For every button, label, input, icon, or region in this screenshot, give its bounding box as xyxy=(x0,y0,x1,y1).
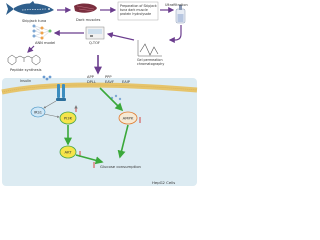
akt-node: AKT xyxy=(59,145,77,159)
diagram-svg: Skipjack tuna Dark muscles Preparation o… xyxy=(1,1,198,186)
irs1-node: IRS1 xyxy=(30,106,46,118)
arrow-ann-to-synthesis xyxy=(27,45,35,53)
arrow-peptide-to-ampk xyxy=(99,87,124,112)
cell-background xyxy=(2,78,197,186)
peptide-label: Peptide synthesis xyxy=(10,68,42,72)
gel-label: Gel permeation chromatography xyxy=(137,58,164,66)
ampk-node: AMPK xyxy=(118,111,138,125)
peptide-eaip: EAIP xyxy=(122,80,131,84)
dark-muscles-label: Dark muscles xyxy=(76,18,101,22)
qtof-instrument-icon xyxy=(85,26,105,40)
peptide-structure-icon xyxy=(7,54,41,66)
skipjack-label: Skipjack tuna xyxy=(22,19,46,23)
insulin-label: Insulin xyxy=(20,79,31,83)
qtof-label: Q-TOF xyxy=(89,41,100,45)
arrow-akt-to-glucose xyxy=(75,154,104,165)
arrow-ampk-to-glucose xyxy=(117,124,129,159)
diagram-canvas: Skipjack tuna Dark muscles Preparation o… xyxy=(0,0,199,189)
preparation-box xyxy=(117,1,159,21)
arrow-gel-to-qtof xyxy=(106,32,135,41)
pi3k-node: PI3K xyxy=(59,111,77,125)
cell-membrane xyxy=(1,82,198,95)
pi3k-label: PI3K xyxy=(64,115,73,120)
irs1-label: IRS1 xyxy=(34,110,42,114)
preparation-label: Preparation of Skipjack tuna dark muscle… xyxy=(120,4,158,16)
ann-label: ANN model xyxy=(35,41,55,45)
skipjack-tuna-icon xyxy=(6,1,54,15)
gel-chromatography-icon xyxy=(137,40,162,57)
peptide-ppp: PPP xyxy=(105,75,112,79)
ampk-label: AMPK xyxy=(123,115,134,120)
top-panel: Skipjack tuna Dark muscles Preparation o… xyxy=(6,1,188,72)
dark-muscle-icon xyxy=(74,3,97,13)
insulin-receptor-icon xyxy=(56,84,66,101)
glucose-consumption-label: Glucose consumption xyxy=(100,164,142,169)
hepg2-label: HepG2 Cells xyxy=(152,180,175,185)
akt-label: AKT xyxy=(64,149,72,154)
hepg2-cell xyxy=(1,78,198,186)
peptide-app: APP xyxy=(87,75,95,79)
arrow-irs1-to-pi3k xyxy=(43,113,60,118)
arrow-receptor-to-irs1 xyxy=(43,100,57,109)
peptide-eavf: EAVF xyxy=(105,80,114,84)
arrow-ultra-to-gel xyxy=(168,25,182,43)
insulin-icon xyxy=(42,75,52,81)
ultrafiltration-label: Ultrafiltration xyxy=(165,3,188,7)
ann-model-icon xyxy=(32,24,52,40)
peptide-dpll: DPLL xyxy=(87,80,96,84)
ultrafiltration-icon xyxy=(175,5,186,24)
